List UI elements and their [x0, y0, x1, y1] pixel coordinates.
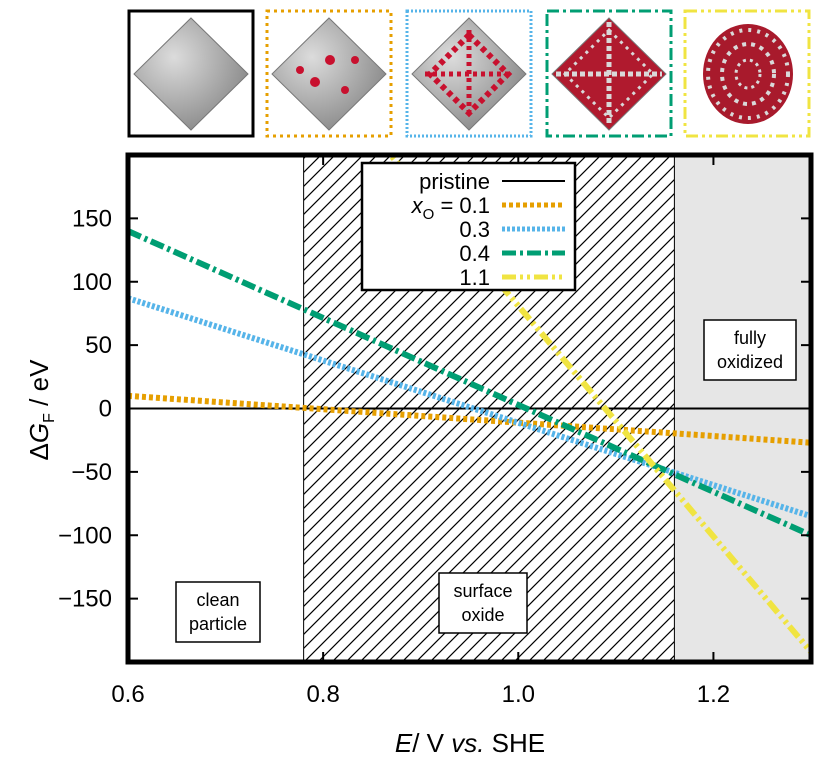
region-label-surface-oxide: surface	[453, 581, 512, 601]
region-label-clean-particle: particle	[189, 614, 247, 634]
y-axis-label: ΔGF / eV	[24, 359, 58, 461]
particle-x04-icon	[551, 17, 667, 131]
thumb-frame-x04	[545, 9, 673, 138]
thumb-frame-pristine	[127, 9, 255, 138]
legend-label-x01: xO = 0.1	[411, 193, 490, 223]
legend-label-x11: 1.1	[459, 265, 490, 290]
y-tick-label: 150	[72, 205, 112, 232]
region-labels: clean particle surface oxide fully oxidized	[175, 319, 797, 643]
y-tick-label: 0	[99, 396, 112, 423]
legend-label-x03: 0.3	[459, 217, 490, 242]
x-tick-label: 1.0	[502, 681, 535, 708]
series-line-x01	[128, 392, 811, 446]
x-tick-label: 0.8	[306, 681, 339, 708]
region-label-fully-oxidized: fully	[734, 328, 766, 348]
legend-label-x04: 0.4	[459, 241, 490, 266]
pristine-particle-icon	[133, 17, 249, 131]
particle-thumbnails	[127, 9, 811, 138]
region-label-clean-particle: clean	[196, 590, 239, 610]
y-tick-label: −50	[71, 459, 112, 486]
thumb-frame-x11	[683, 9, 811, 138]
thumb-frame-x01	[265, 9, 393, 138]
region-label-surface-oxide: oxide	[461, 605, 504, 625]
thumb-frame-x03	[405, 9, 533, 138]
legend-label-pristine: pristine	[419, 169, 490, 194]
region-label-box-fully-oxidized	[703, 319, 797, 381]
particle-x01-icon	[271, 17, 387, 131]
y-tick-label: −100	[58, 522, 112, 549]
axis-ticks: 0.6 0.8 1.0 1.2 −150 −100 −50 0 50 100 150	[58, 155, 811, 708]
series-lines	[128, 155, 811, 654]
region-label-box-clean-particle	[175, 581, 261, 643]
particle-x11-icon	[703, 24, 793, 124]
x-tick-label: 0.6	[111, 681, 144, 708]
y-tick-label: 100	[72, 269, 112, 296]
y-tick-label: −150	[58, 586, 112, 613]
series-line-x03	[128, 295, 811, 520]
x-tick-label: 1.2	[697, 681, 730, 708]
x-axis-label: E/ V vs. SHE	[395, 728, 545, 758]
region-label-fully-oxidized: oxidized	[717, 352, 783, 372]
particle-x03-icon	[411, 17, 527, 131]
y-tick-label: 50	[85, 332, 112, 359]
region-label-box-surface-oxide	[438, 572, 528, 634]
